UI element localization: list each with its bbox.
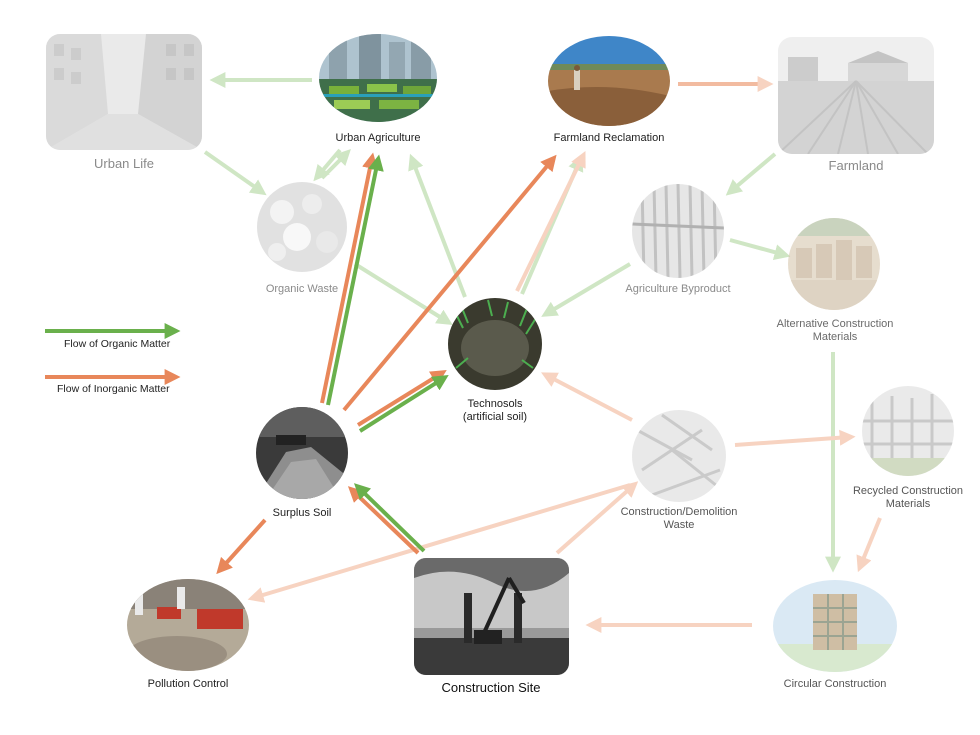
circular-construction-label: Circular Construction [783,678,887,690]
surplus-soil-photo [256,407,348,499]
arrow-surplus-soil-to-technosols-green [358,375,449,433]
arrow-organic-waste-to-technosols [353,262,453,325]
cd-waste-label-line2: Waste [663,519,695,531]
arrow-urban-life-to-organic-waste [203,150,267,196]
arrow-agriculture-byproduct-to-alternative-materials [729,238,791,260]
pollution-control-label: Pollution Control [147,678,229,690]
urban-life-label: Urban Life [94,156,154,171]
construction-site-label: Construction Site [441,680,541,695]
arrow-cd-waste-to-technosols [541,372,633,422]
recycled-materials-label-line1: Recycled Construction [852,485,964,497]
farmland-photo [778,37,934,154]
recycled-construction-materials-photo [862,386,954,476]
technosols-label-line2: (artificial soil) [462,411,528,423]
arrow-surplus-soil-to-technosols-orange [356,370,447,427]
farmland-reclamation-photo [548,36,670,126]
arrow-agriculture-byproduct-to-technosols [541,262,632,317]
arrow-surplus-soil-to-pollution-control [216,518,267,575]
arrow-construction-site-to-surplus-soil-green [353,483,426,553]
recycled-materials-label-line2: Materials [885,498,931,510]
organic-waste-photo [257,182,347,272]
urban-agriculture-label: Urban Agriculture [335,132,421,144]
alternative-materials-label-line1: Alternative Construction [776,318,894,330]
pollution-control-photo [127,579,249,671]
surplus-soil-label: Surplus Soil [272,507,332,519]
technosols-photo [448,298,542,390]
legend-inorganic-label: Flow of Inorganic Matter [57,383,170,395]
agriculture-byproduct-photo [632,184,724,278]
arrow-cd-waste-to-pollution-control [247,483,631,603]
arrow-surplus-soil-to-farmland-reclamation [342,154,557,412]
arrow-urban-agriculture-to-organic-waste-b [313,148,342,182]
farmland-reclamation-label: Farmland Reclamation [553,132,665,144]
arrow-construction-site-to-surplus-soil-orange [347,486,420,555]
arrow-technosols-to-farmland-reclamation-orange [515,150,586,292]
circular-construction-photo [773,580,897,672]
legend-organic-label: Flow of Organic Matter [64,338,171,350]
arrow-surplus-soil-to-urban-agriculture-orange [320,152,378,404]
organic-waste-label: Organic Waste [265,283,339,295]
arrow-construction-site-to-cd-waste [555,481,639,555]
alternative-materials-label-line2: Materials [812,331,858,343]
construction-site-photo [414,558,569,675]
arrow-recycled-materials-to-circular-construction [856,517,882,573]
construction-demolition-waste-photo [632,410,726,502]
cd-waste-label-line1: Construction/Demolition [620,506,738,518]
urban-life-photo [46,34,202,150]
farmland-label: Farmland [828,158,884,173]
technosols-label-line1: Technosols [467,398,523,410]
arrow-farmland-to-agriculture-byproduct [725,152,777,196]
urban-agriculture-photo [319,34,437,122]
arrow-surplus-soil-to-urban-agriculture-green [326,154,384,406]
agriculture-byproduct-label: Agriculture Byproduct [625,283,731,295]
alternative-construction-materials-photo [788,218,880,310]
arrow-cd-waste-to-recycled-materials [734,429,856,447]
